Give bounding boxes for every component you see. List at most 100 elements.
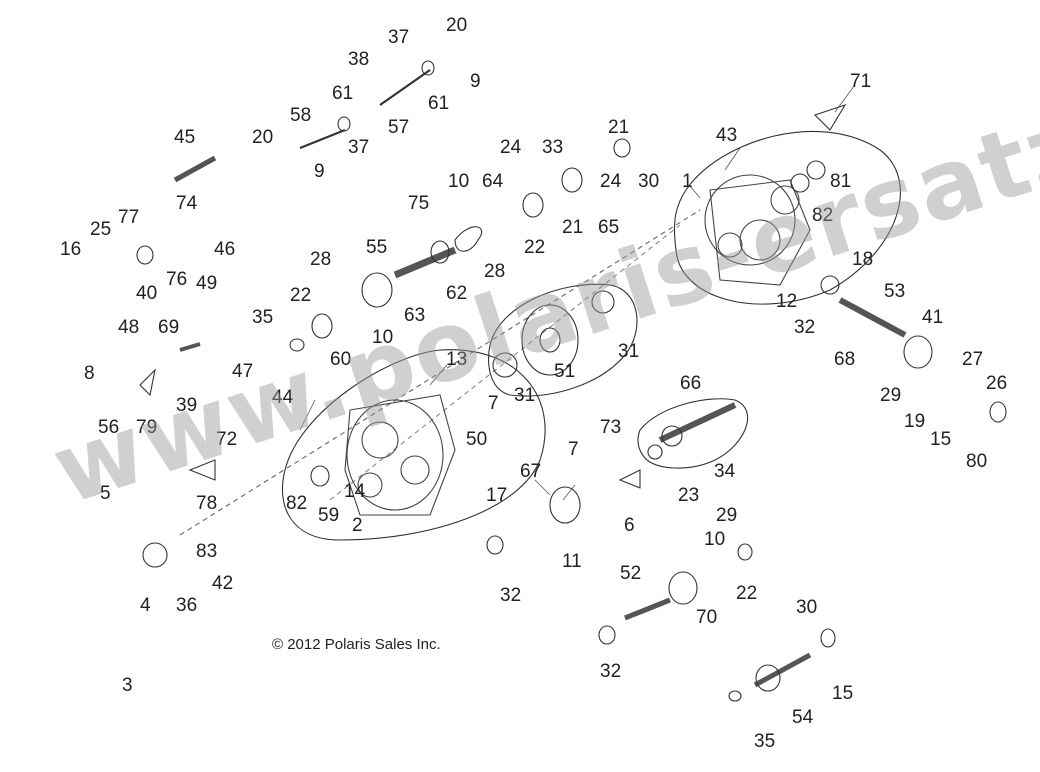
callout-44: 44	[272, 387, 294, 408]
shaft-52	[624, 597, 671, 621]
callout-36: 36	[176, 595, 198, 616]
housing-43-outline	[673, 130, 901, 305]
callout-54: 54	[792, 707, 814, 728]
callout-64: 64	[482, 171, 504, 192]
gear-67	[549, 486, 581, 524]
callout-46: 46	[214, 239, 236, 260]
housing-44	[344, 394, 456, 516]
callout-77: 77	[118, 207, 140, 228]
callout-81: 81	[830, 171, 852, 192]
callout-14: 14	[344, 481, 366, 502]
shaft-54	[753, 652, 812, 688]
callout-22: 22	[524, 237, 546, 258]
housing-43	[704, 174, 811, 286]
callout-29b: 29	[716, 505, 738, 526]
callout-32c: 32	[600, 661, 622, 682]
callout-35b: 35	[754, 731, 776, 752]
callout-43: 43	[716, 125, 738, 146]
callout-74: 74	[176, 193, 198, 214]
callout-32b: 32	[500, 585, 522, 606]
cover-42	[142, 542, 168, 568]
callout-13: 13	[446, 349, 468, 370]
callout-15b: 15	[832, 683, 854, 704]
callout-33: 33	[542, 137, 564, 158]
callout-42: 42	[212, 573, 234, 594]
callout-11: 11	[562, 551, 582, 572]
callout-16: 16	[60, 239, 82, 260]
callout-34: 34	[714, 461, 736, 482]
callout-27: 27	[962, 349, 984, 370]
washer-62	[430, 240, 450, 264]
callout-39: 39	[176, 395, 198, 416]
gear-65	[561, 167, 583, 193]
gear-51-outline	[488, 283, 638, 397]
callout-63: 63	[404, 305, 426, 326]
bracket-56	[139, 368, 156, 397]
callout-79: 79	[136, 417, 158, 438]
callout-50: 50	[466, 429, 488, 450]
callout-80: 80	[966, 451, 988, 472]
gear-60	[311, 313, 333, 339]
callout-30: 30	[638, 171, 660, 192]
callout-82b: 82	[286, 493, 308, 514]
callout-4: 4	[140, 595, 151, 616]
callout-2: 2	[352, 515, 363, 536]
shift-rod-top	[379, 69, 431, 106]
bearing-29-low	[737, 543, 753, 561]
callout-72: 72	[216, 429, 238, 450]
spring-37-top	[421, 60, 435, 76]
callout-73: 73	[600, 417, 622, 438]
callout-15: 15	[930, 429, 952, 450]
callout-68: 68	[834, 349, 856, 370]
seal-82-right	[790, 173, 810, 193]
callout-41: 41	[922, 307, 944, 328]
gear-63	[361, 272, 393, 308]
callout-26: 26	[986, 373, 1008, 394]
callout-83: 83	[196, 541, 218, 562]
plate-73	[618, 469, 641, 489]
housing-44-outline	[281, 349, 546, 541]
callout-75: 75	[408, 193, 430, 214]
callout-10c: 10	[704, 529, 726, 550]
callout-61b: 61	[428, 93, 450, 114]
callout-17: 17	[486, 485, 508, 506]
shaft-45	[173, 155, 217, 183]
callout-47: 47	[232, 361, 254, 382]
bearing-30-low	[820, 628, 836, 648]
callout-38: 38	[348, 49, 370, 70]
callout-49: 49	[196, 273, 218, 294]
callout-71: 71	[850, 71, 872, 92]
bearing-32-low	[598, 625, 616, 645]
callout-28b: 28	[484, 261, 506, 282]
callout-37: 37	[388, 27, 410, 48]
disc-80	[989, 401, 1007, 423]
bearing-34	[661, 425, 683, 447]
chain-75	[454, 226, 483, 252]
ring-23	[647, 444, 663, 460]
callout-58: 58	[290, 105, 312, 126]
shaft-53	[838, 297, 907, 338]
shaft-66-outline	[637, 398, 748, 469]
callout-70: 70	[696, 607, 718, 628]
callout-55: 55	[366, 237, 388, 258]
callout-60: 60	[330, 349, 352, 370]
callout-24b: 24	[600, 171, 622, 192]
callout-78: 78	[196, 493, 218, 514]
callout-1: 1	[682, 171, 693, 192]
bracket-71	[813, 104, 847, 131]
shaft-69	[179, 342, 201, 352]
callout-40: 40	[136, 283, 158, 304]
bearing-30-top	[613, 138, 631, 158]
callout-28: 28	[310, 249, 332, 270]
callout-76: 76	[166, 269, 188, 290]
callout-59: 59	[318, 505, 340, 526]
bearing-31-left	[492, 352, 518, 378]
callout-5: 5	[100, 483, 111, 504]
callout-31: 31	[618, 341, 640, 362]
callout-32: 32	[794, 317, 816, 338]
callout-20: 20	[446, 15, 468, 36]
callout-61: 61	[332, 83, 354, 104]
callout-52: 52	[620, 563, 642, 584]
callout-21b: 21	[562, 217, 584, 238]
